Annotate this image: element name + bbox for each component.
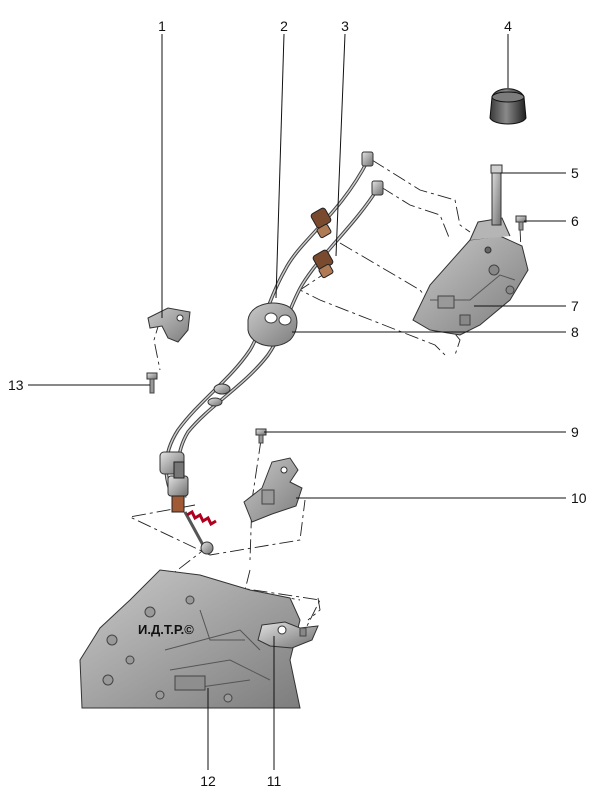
- callout-9: 9: [571, 424, 579, 440]
- leader-lines: [28, 33, 566, 770]
- callout-13: 13: [8, 377, 24, 393]
- cable-clamp-2: [207, 397, 223, 407]
- gear-selector-lever: [257, 621, 319, 649]
- cable-gearbox-fitting: [159, 451, 217, 555]
- callout-8: 8: [571, 324, 579, 340]
- cable-end-eye-lower: [371, 180, 384, 196]
- bolt-6: [515, 215, 527, 231]
- watermark: И.Д.Т.Р.©: [138, 622, 194, 637]
- gearbox-ribs: [164, 609, 271, 691]
- callout-labels: 1 2 3 4 5 6 7 8 9 10 11 12 13: [8, 18, 587, 789]
- callout-5: 5: [571, 165, 579, 181]
- bracket-10: [243, 457, 303, 523]
- callout-1: 1: [158, 18, 166, 34]
- bolt-13: [146, 372, 158, 394]
- cable-sleeve: [173, 461, 185, 479]
- callout-11: 11: [267, 773, 282, 789]
- shift-lever-rod: [490, 164, 503, 226]
- callout-4: 4: [504, 18, 512, 34]
- shift-knob: [489, 88, 527, 125]
- shift-cables: [159, 151, 384, 555]
- callout-7: 7: [571, 298, 579, 314]
- gearbox-housing: [79, 569, 319, 709]
- callout-10: 10: [571, 490, 587, 506]
- gearbox-bolt-bosses: [102, 595, 233, 703]
- callout-12: 12: [200, 773, 216, 789]
- cable-adjuster-1: [310, 207, 332, 239]
- bolt-9: [255, 428, 267, 444]
- callout-2: 2: [280, 18, 288, 34]
- shift-lever-housing: [412, 217, 529, 336]
- callout-6: 6: [571, 213, 579, 229]
- bracket-1: [147, 307, 191, 343]
- callout-3: 3: [341, 18, 349, 34]
- cable-grommet: [247, 302, 298, 347]
- cable-end-eye-upper: [361, 151, 374, 167]
- cable-adjuster-2: [312, 249, 334, 279]
- cable-clamp-1: [213, 383, 231, 395]
